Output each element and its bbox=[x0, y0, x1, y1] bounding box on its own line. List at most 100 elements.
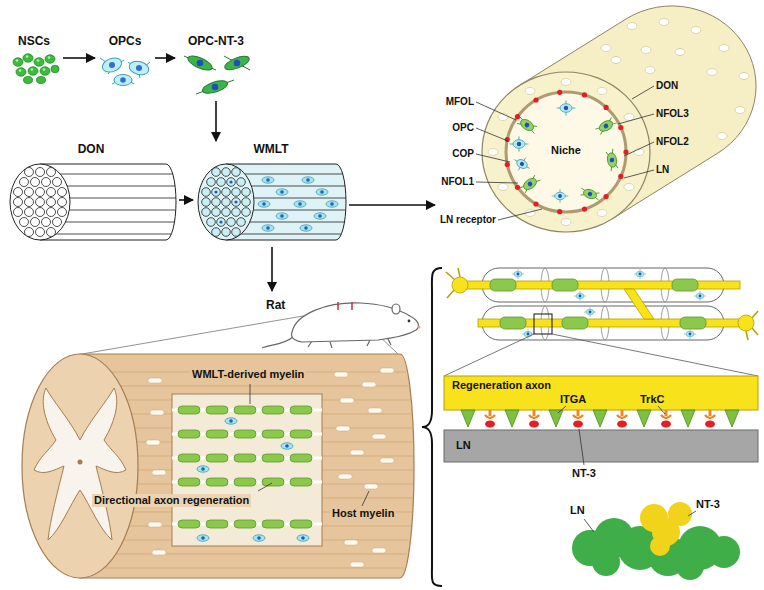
don-scaffold bbox=[25, 208, 34, 217]
opc-nt3-cells bbox=[184, 53, 251, 96]
wmlt-scaffold bbox=[212, 228, 221, 237]
opc-nt3-cells bbox=[186, 53, 214, 73]
wmlt-scaffold bbox=[198, 164, 254, 240]
spinal-cord-block bbox=[338, 474, 352, 479]
spinal-cord-block bbox=[206, 520, 228, 528]
niche-scaffold bbox=[739, 73, 749, 80]
nsc-cells bbox=[37, 77, 46, 84]
protein-structure bbox=[676, 552, 704, 580]
spinal-cord-block bbox=[197, 466, 209, 472]
itga-receptor bbox=[461, 410, 739, 427]
myelin-segment bbox=[672, 279, 698, 291]
leader-line bbox=[250, 384, 369, 506]
niche-scaffold bbox=[735, 107, 745, 114]
wmlt-cells bbox=[302, 177, 314, 183]
trkc-receptor bbox=[709, 410, 712, 416]
spinal-cord-block bbox=[344, 540, 358, 545]
trkc-receptor bbox=[485, 410, 715, 418]
spinal-cord-block bbox=[178, 520, 200, 528]
niche-scaffold bbox=[624, 114, 634, 121]
part-label: NT-3 bbox=[572, 467, 596, 480]
niche-scaffold bbox=[604, 194, 609, 199]
nsc-cells bbox=[24, 77, 33, 84]
don-scaffold bbox=[42, 218, 51, 227]
wmlt-scaffold bbox=[222, 208, 231, 217]
niche-cross-section: Niche bbox=[436, 2, 752, 236]
spinal-cord-block bbox=[290, 430, 312, 438]
spinal-cord-block bbox=[350, 562, 364, 567]
opc-nt3-nuclei bbox=[197, 60, 241, 91]
spinal-cord-block bbox=[22, 354, 138, 578]
part-label: LN bbox=[570, 504, 585, 517]
niche-scaffold bbox=[582, 92, 587, 97]
niche-scaffold bbox=[515, 114, 520, 119]
spinal-cord-block bbox=[380, 458, 394, 463]
don-scaffold bbox=[47, 188, 56, 197]
wmlt-scaffold bbox=[242, 208, 251, 217]
regenerating-axon bbox=[452, 277, 468, 293]
spinal-cord-block bbox=[262, 406, 284, 414]
niche-scaffold bbox=[601, 45, 611, 52]
callout-label: OPC bbox=[452, 122, 474, 134]
niche-scaffold bbox=[525, 88, 535, 95]
wmlt-scaffold bbox=[227, 218, 236, 227]
rat-model: Rat bbox=[258, 292, 418, 348]
nsc-cells bbox=[16, 68, 26, 76]
niche-scaffold bbox=[488, 79, 644, 226]
protein-structure bbox=[650, 536, 670, 556]
callout-label: LN receptor bbox=[440, 214, 496, 226]
protein-structure bbox=[572, 518, 740, 580]
wmlt-scaffold bbox=[242, 198, 251, 207]
opc-nt3-nuclei bbox=[234, 60, 241, 67]
protein-structure bbox=[640, 502, 692, 556]
nsc-highlights bbox=[37, 59, 40, 62]
don-scaffold bbox=[47, 208, 56, 217]
don-scaffold bbox=[47, 198, 56, 207]
don-scaffold bbox=[42, 178, 51, 187]
don-scaffold bbox=[14, 188, 23, 197]
niche-scaffold bbox=[482, 6, 756, 232]
spinal-cord-block bbox=[206, 406, 228, 414]
spinal-cord-block bbox=[364, 484, 378, 489]
trkc-receptor bbox=[621, 410, 624, 416]
don-scaffold bbox=[58, 188, 67, 197]
zoom-line bbox=[444, 334, 758, 376]
wmlt-scaffold bbox=[212, 168, 221, 177]
myelin-segment bbox=[552, 279, 578, 291]
wmlt-scaffold bbox=[217, 178, 226, 187]
trkc-receptor bbox=[485, 415, 715, 418]
protein-structure bbox=[668, 502, 692, 526]
wmlt-scaffold bbox=[222, 188, 231, 197]
opc-cells bbox=[100, 55, 150, 85]
niche-cells bbox=[519, 174, 542, 194]
protein-structure bbox=[592, 548, 620, 576]
niche-scaffold bbox=[659, 19, 669, 26]
spinal-cord-block bbox=[253, 535, 265, 541]
itga-receptor bbox=[725, 410, 739, 427]
spinal-cord-block bbox=[340, 398, 354, 403]
niche-cells bbox=[510, 100, 619, 202]
wmlt-scaffold bbox=[241, 174, 346, 234]
spinal-cord-block bbox=[34, 388, 126, 540]
opc-cells bbox=[114, 75, 132, 86]
flow-arrow bbox=[179, 199, 193, 201]
part-label: NT-3 bbox=[696, 498, 720, 511]
niche-cells bbox=[510, 136, 529, 151]
don-scaffold bbox=[14, 168, 67, 237]
opc-nuclei bbox=[109, 62, 115, 68]
wmlt-scaffold bbox=[232, 198, 241, 207]
spinal-cord-block bbox=[380, 368, 394, 373]
myelin-segment bbox=[680, 317, 706, 329]
niche-scaffold bbox=[505, 90, 629, 215]
don-scaffold bbox=[58, 208, 67, 217]
spinal-cord-block bbox=[350, 450, 364, 455]
axon-tubes bbox=[522, 329, 534, 339]
itga-receptor bbox=[505, 410, 519, 427]
spinal-cord-block bbox=[234, 520, 256, 528]
axon-membrane bbox=[444, 376, 758, 410]
don-scaffold bbox=[31, 178, 40, 187]
rat-figure bbox=[418, 326, 421, 329]
wmlt-scaffold bbox=[198, 164, 346, 240]
spinal-cord-block bbox=[206, 430, 228, 438]
